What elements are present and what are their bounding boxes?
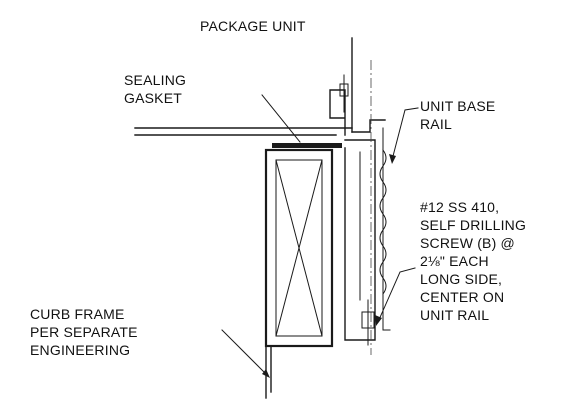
screw-leader-arrow [375,315,382,326]
curb-leader [221,329,269,377]
screw-note-line-7: UNIT RAIL [420,307,490,323]
package-unit-label: PACKAGE UNIT [200,17,306,35]
rail-break-line [379,149,387,295]
sealing-gasket-shape [272,143,342,148]
curb-frame-line-3: ENGINEERING [30,342,131,358]
gasket-leader [261,94,301,143]
screw-note-line-2: SELF DRILLING [420,217,527,233]
unit-base-rail-line-1: UNIT BASE [420,98,496,114]
curb-frame-x2 [275,159,323,337]
bottom-screw-head [361,311,375,329]
sealing-gasket-label: SEALING GASKET [124,71,186,107]
sealing-gasket-line-1: SEALING [124,72,187,88]
curb-frame-line-1: CURB FRAME [30,306,125,322]
screw-note-line-3: SCREW (B) @ [420,235,515,251]
screw-note-line-4: 2⅛" EACH [420,253,489,269]
screw-note-line-1: #12 SS 410, [420,199,500,215]
package-unit-text: PACKAGE UNIT [200,18,306,34]
screw-note-label: #12 SS 410, SELF DRILLING SCREW (B) @ 2⅛… [420,198,526,324]
curb-frame-line-2: PER SEPARATE [30,324,138,340]
rail-leader-arrow [389,154,396,164]
sealing-gasket-line-2: GASKET [124,90,182,106]
curb-leader-arrow [262,369,270,378]
base-rail-channel [344,139,376,341]
curb-frame-inner [275,159,323,337]
screw-note-line-6: CENTER ON [420,289,505,305]
curb-frame-box [264,148,334,348]
rail-leader [391,107,419,161]
base-rail-top [351,119,386,133]
base-rail-lip [329,89,346,136]
unit-base-rail-label: UNIT BASE RAIL [420,97,495,133]
unit-base-rail-line-2: RAIL [420,116,452,132]
screw-leader [377,267,416,323]
screw-note-line-5: LONG SIDE, [420,271,503,287]
base-rail-outer [382,127,391,331]
top-screw-head [339,83,349,97]
curb-frame-label: CURB FRAME PER SEPARATE ENGINEERING [30,305,138,359]
